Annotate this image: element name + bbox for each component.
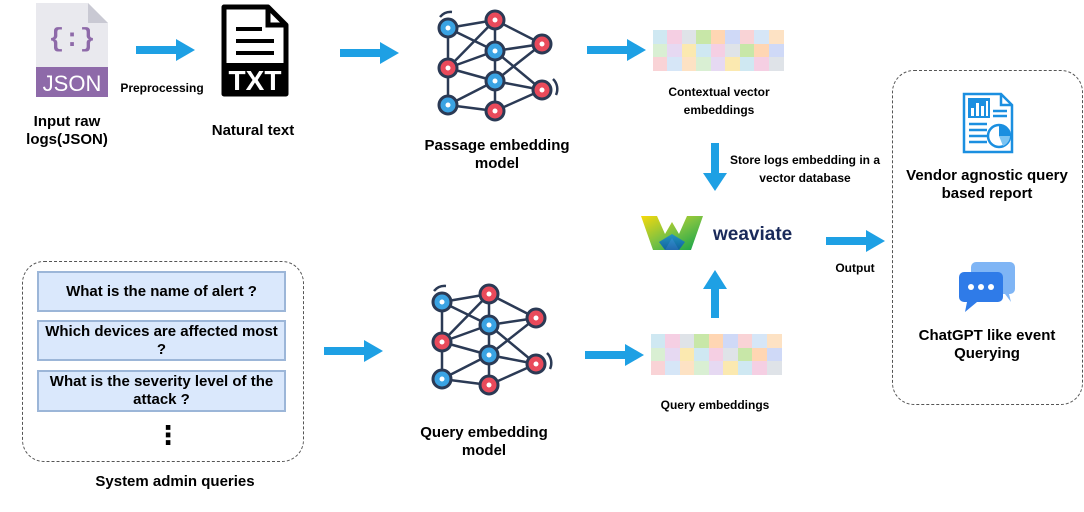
query-item: What is the name of alert ? bbox=[37, 271, 286, 312]
embedding-cell bbox=[651, 347, 666, 362]
svg-text:TXT: TXT bbox=[229, 65, 282, 96]
embedding-cell bbox=[681, 43, 697, 58]
contextual-embedding-grid bbox=[653, 30, 784, 72]
embedding-cell bbox=[739, 57, 755, 72]
query-embeddings-label: Query embeddings bbox=[660, 398, 770, 412]
embedding-cell bbox=[723, 347, 739, 362]
embedding-cell bbox=[754, 43, 770, 58]
output-label: Output bbox=[835, 261, 875, 275]
svg-text:JSON: JSON bbox=[43, 71, 102, 96]
embedding-cell bbox=[768, 30, 784, 44]
embedding-cell bbox=[696, 30, 712, 44]
output-container bbox=[892, 70, 1083, 405]
embedding-cell bbox=[653, 43, 668, 58]
embedding-cell bbox=[667, 57, 683, 72]
txt-file-icon: TXT bbox=[221, 4, 289, 97]
embedding-cell bbox=[681, 57, 697, 72]
embedding-cell bbox=[708, 334, 724, 348]
embedding-cell bbox=[737, 361, 753, 376]
embedding-cell bbox=[679, 347, 695, 362]
ellipsis: ⋮ bbox=[155, 420, 181, 450]
embedding-cell bbox=[737, 334, 753, 348]
sysadmin-queries-container bbox=[22, 261, 304, 462]
embedding-cell bbox=[679, 361, 695, 376]
embedding-cell bbox=[710, 57, 726, 72]
embedding-cell bbox=[665, 361, 681, 376]
chat-icon bbox=[959, 262, 1015, 312]
embedding-cell bbox=[739, 30, 755, 44]
passage-model-icon bbox=[437, 9, 559, 122]
arrow-queries-to-model bbox=[324, 340, 383, 362]
embedding-cell bbox=[725, 57, 741, 72]
embedding-cell bbox=[710, 43, 726, 58]
arrow-up-to-weaviate bbox=[703, 270, 727, 318]
embedding-cell bbox=[696, 43, 712, 58]
embedding-cell bbox=[766, 334, 782, 348]
embedding-cell bbox=[667, 43, 683, 58]
embedding-cell bbox=[766, 361, 782, 376]
embedding-cell bbox=[694, 334, 710, 348]
embedding-cell bbox=[752, 347, 768, 362]
report-icon bbox=[962, 92, 1014, 154]
arrow-txt-to-passage bbox=[340, 42, 399, 64]
query-item: Which devices are affected most ? bbox=[37, 320, 286, 361]
embedding-cell bbox=[754, 30, 770, 44]
embedding-cell bbox=[766, 347, 782, 362]
arrow-json-to-txt bbox=[136, 39, 195, 61]
query-embedding-grid bbox=[651, 334, 782, 376]
embedding-cell bbox=[752, 361, 768, 376]
json-file-icon: {:} JSON bbox=[36, 3, 108, 97]
embedding-cell bbox=[725, 43, 741, 58]
sysadmin-queries-label: System admin queries bbox=[95, 473, 255, 490]
embedding-cell bbox=[754, 57, 770, 72]
svg-text:weaviate: weaviate bbox=[712, 224, 792, 245]
preprocessing-label: Preprocessing bbox=[120, 81, 204, 95]
embedding-cell bbox=[667, 30, 683, 44]
query-model-icon bbox=[431, 283, 553, 396]
embedding-cell bbox=[653, 30, 668, 44]
embedding-cell bbox=[739, 43, 755, 58]
embedding-cell bbox=[665, 347, 681, 362]
natural-text-label: Natural text bbox=[211, 122, 295, 139]
embedding-cell bbox=[768, 43, 784, 58]
arrow-model-to-query-emb bbox=[585, 344, 644, 366]
arrow-output bbox=[826, 230, 885, 252]
embedding-cell bbox=[723, 361, 739, 376]
embedding-cell bbox=[710, 30, 726, 44]
embedding-cell bbox=[651, 334, 666, 348]
embedding-cell bbox=[681, 30, 697, 44]
query-item: What is the severity level of the attack… bbox=[37, 370, 286, 412]
embedding-cell bbox=[723, 334, 739, 348]
embedding-cell bbox=[708, 347, 724, 362]
embedding-cell bbox=[651, 361, 666, 376]
embedding-cell bbox=[737, 347, 753, 362]
svg-text:{:}: {:} bbox=[49, 24, 96, 54]
embedding-cell bbox=[653, 57, 668, 72]
embedding-cell bbox=[679, 334, 695, 348]
embedding-cell bbox=[752, 334, 768, 348]
embedding-cell bbox=[696, 57, 712, 72]
embedding-cell bbox=[694, 361, 710, 376]
embedding-cell bbox=[708, 361, 724, 376]
embedding-cell bbox=[768, 57, 784, 72]
embedding-cell bbox=[725, 30, 741, 44]
embedding-cell bbox=[694, 347, 710, 362]
embedding-cell bbox=[665, 334, 681, 348]
arrow-down-to-weaviate bbox=[703, 143, 727, 191]
arrow-passage-to-contextual bbox=[587, 39, 646, 61]
weaviate-logo: weaviate bbox=[641, 216, 792, 250]
